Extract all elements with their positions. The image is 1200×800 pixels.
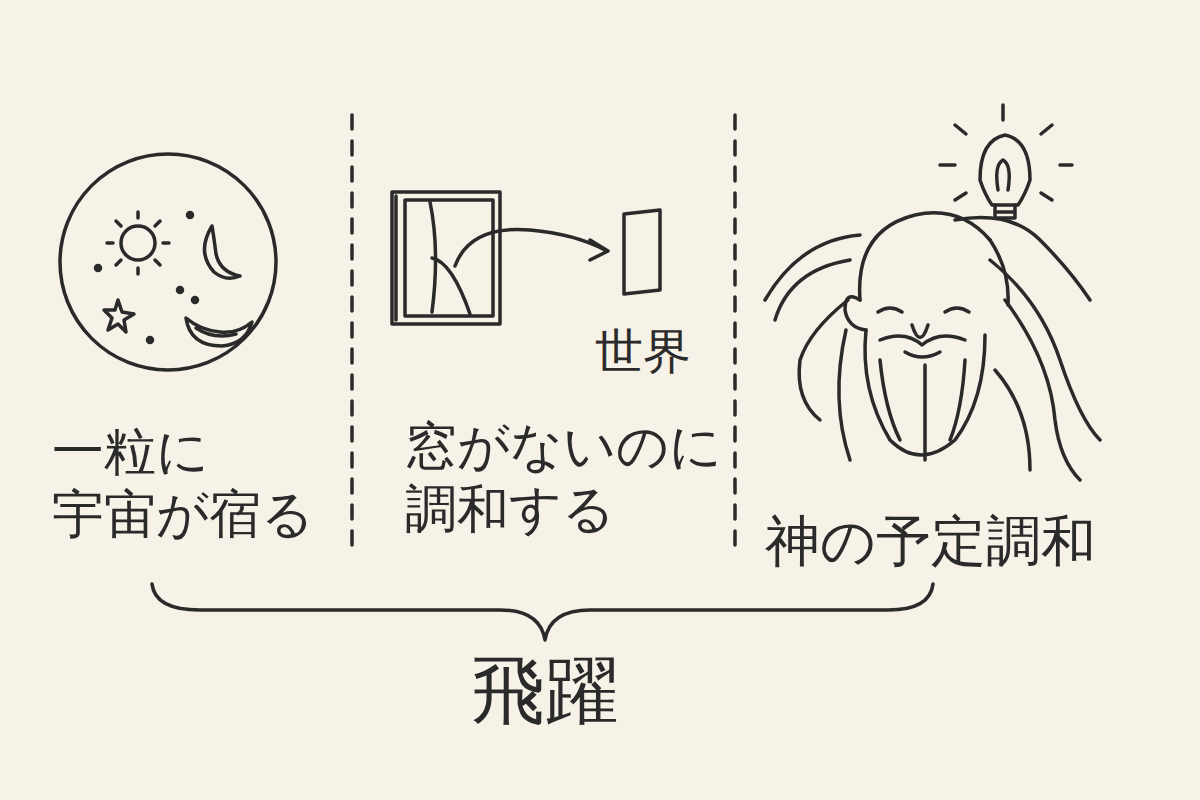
window-monad [392, 192, 660, 324]
divider [350, 115, 354, 545]
curly-brace [152, 584, 933, 640]
sage-lightbulb [765, 105, 1100, 480]
caption-text: 一粒に 宇宙が宿る [52, 420, 343, 547]
divider [733, 115, 737, 545]
caption-text: 窓がないのに 調和する [405, 415, 748, 542]
conclusion-text: 飛躍 [471, 645, 619, 735]
grain-cosmos [60, 154, 276, 370]
world-label: 世界 [595, 322, 691, 381]
caption-text: 神の予定調和 [765, 508, 1096, 575]
